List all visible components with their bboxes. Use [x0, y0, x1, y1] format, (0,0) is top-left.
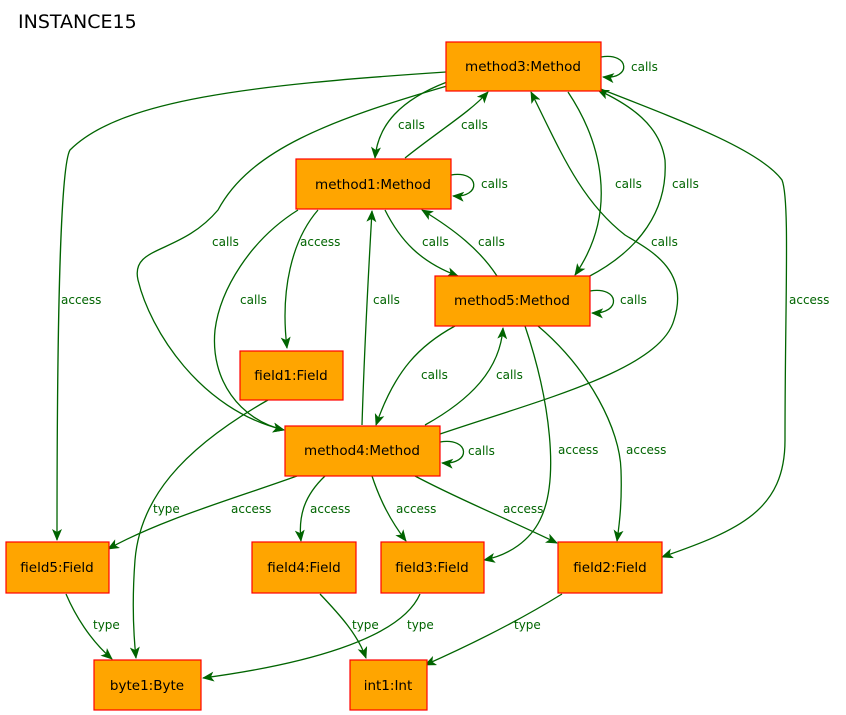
edge-label: access: [789, 293, 829, 307]
node-field2[interactable]: field2:Field: [557, 541, 663, 594]
edge-label: calls: [421, 368, 448, 382]
edge-method3-access-field2: [597, 87, 788, 559]
node-field5[interactable]: field5:Field: [5, 541, 110, 594]
node-method4[interactable]: method4:Method: [284, 425, 441, 477]
edge-method4-access-field3: [371, 475, 407, 542]
node-field3[interactable]: field3:Field: [380, 541, 485, 594]
edge-field5-type-byte1: [65, 593, 113, 660]
node-int1[interactable]: int1:Int: [349, 659, 428, 711]
edge-label: calls: [422, 235, 449, 249]
edge-label: calls: [212, 235, 239, 249]
node-label: method3:Method: [465, 59, 581, 75]
edge-method3-calls-method3: [600, 55, 625, 84]
node-label: method4:Method: [304, 443, 420, 459]
edge-label: calls: [461, 118, 488, 132]
edge-method3-calls-method4: [136, 85, 448, 433]
edge-label: access: [300, 235, 340, 249]
edges-layer: calls calls calls access calls calls cal…: [52, 55, 829, 682]
edge-label: calls: [651, 235, 678, 249]
node-label: byte1:Byte: [110, 678, 184, 694]
edge-label: calls: [620, 293, 647, 307]
edge-method1-calls-method1: [450, 173, 475, 202]
node-field4[interactable]: field4:Field: [251, 541, 357, 594]
edge-method4-calls-method3: [439, 91, 679, 435]
edge-method3-calls-method1: [371, 81, 448, 159]
edge-label: access: [396, 502, 436, 516]
node-label: method1:Method: [315, 177, 431, 193]
edge-method5-calls-method3: [587, 89, 666, 278]
edge-label: access: [231, 502, 271, 516]
node-label: method5:Method: [454, 293, 570, 309]
node-label: field2:Field: [573, 560, 646, 576]
node-label: field4:Field: [267, 560, 340, 576]
edge-method1-access-field1: [280, 209, 319, 349]
edge-label: access: [558, 443, 598, 457]
edge-label: access: [61, 293, 101, 307]
edge-label: type: [514, 618, 541, 632]
edge-method5-access-field2: [537, 325, 624, 542]
edge-label: calls: [373, 293, 400, 307]
edge-method4-calls-method1: [361, 210, 377, 426]
edge-method5-access-field3: [483, 325, 552, 563]
edge-label: type: [407, 618, 434, 632]
diagram-title: INSTANCE15: [18, 11, 137, 33]
edge-label: type: [153, 502, 180, 516]
node-method3[interactable]: method3:Method: [445, 41, 602, 92]
edge-label: type: [352, 618, 379, 632]
edge-label: access: [626, 443, 666, 457]
edge-method1-calls-method3: [404, 91, 489, 159]
edge-field3-type-byte1: [202, 593, 421, 682]
edge-label: calls: [672, 177, 699, 191]
node-field1[interactable]: field1:Field: [239, 350, 344, 401]
edge-field4-type-int1: [319, 593, 368, 659]
edge-method3-access-field5: [52, 71, 447, 541]
edge-method4-access-field4: [294, 475, 326, 542]
node-method5[interactable]: method5:Method: [434, 275, 591, 327]
edge-label: calls: [631, 60, 658, 74]
edge-method1-calls-method5: [384, 209, 459, 277]
edge-label: calls: [496, 368, 523, 382]
edge-field2-type-int1: [424, 593, 563, 666]
node-byte1[interactable]: byte1:Byte: [93, 659, 202, 711]
edge-method5-calls-method5: [589, 289, 615, 319]
edge-field1-type-byte1: [129, 399, 269, 659]
edge-label: calls: [398, 118, 425, 132]
nodes-layer: method3:Method method1:Method method5:Me…: [5, 41, 663, 711]
edge-label: type: [93, 618, 120, 632]
edge-label: access: [503, 502, 543, 516]
edge-method5-calls-method1: [421, 209, 498, 277]
edge-method1-calls-method4: [213, 209, 299, 433]
edge-method4-calls-method5: [424, 327, 508, 426]
node-label: field5:Field: [20, 560, 93, 576]
edge-method4-access-field2: [414, 475, 558, 544]
edge-method4-access-field5: [107, 475, 298, 550]
node-label: field3:Field: [395, 560, 468, 576]
edge-label: calls: [478, 235, 505, 249]
edge-method3-calls-method5: [567, 91, 602, 276]
edge-method4-calls-method4: [439, 440, 465, 469]
edge-method5-calls-method4: [374, 325, 456, 426]
node-label: int1:Int: [364, 678, 413, 694]
edge-label: calls: [615, 177, 642, 191]
node-label: field1:Field: [254, 368, 327, 384]
edge-label: calls: [240, 293, 267, 307]
edge-label: access: [310, 502, 350, 516]
edge-label: calls: [481, 177, 508, 191]
node-method1[interactable]: method1:Method: [295, 158, 452, 210]
edge-label: calls: [468, 444, 495, 458]
